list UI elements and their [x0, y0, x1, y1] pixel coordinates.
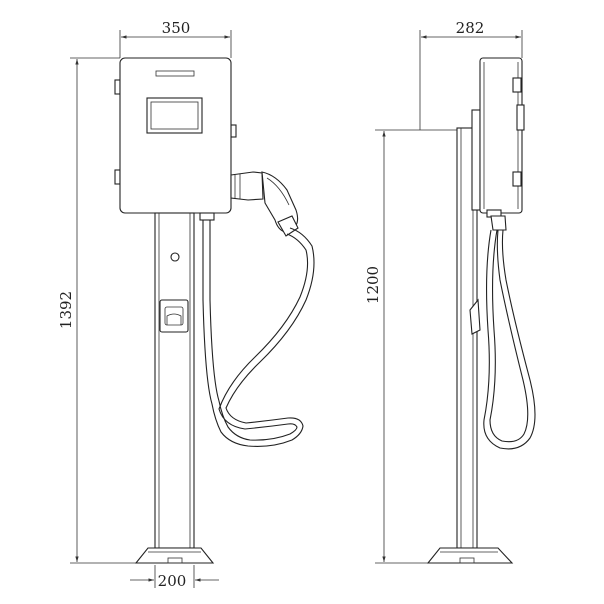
side-gun — [490, 215, 507, 231]
connector-holder — [159, 299, 189, 333]
side-handle — [516, 104, 525, 131]
dim-side-height: 1200 — [364, 129, 460, 564]
side-base-plate — [426, 547, 514, 564]
side-cable — [483, 229, 536, 450]
dim-front-width: 350 — [119, 19, 232, 58]
mount-bracket — [471, 109, 481, 211]
label-side-height: 1200 — [364, 266, 382, 304]
dim-front-height: 1392 — [57, 57, 140, 564]
label-front-width: 350 — [162, 19, 191, 37]
right-connector — [230, 124, 237, 138]
charger-cabinet — [119, 57, 232, 214]
charging-gun — [230, 171, 299, 237]
label-front-height: 1392 — [57, 291, 75, 329]
charging-cable — [202, 220, 315, 447]
hinge-top-left — [114, 79, 121, 95]
base-plate — [134, 547, 215, 564]
cable-gland — [199, 212, 215, 221]
label-base-width: 200 — [158, 572, 187, 590]
dim-base-width: 200 — [130, 565, 219, 590]
hinge-bottom-left — [114, 169, 121, 185]
cabinet-top-slot — [155, 70, 195, 77]
dim-side-width: 282 — [419, 19, 523, 130]
label-side-width: 282 — [456, 19, 485, 37]
post-hole — [170, 252, 180, 262]
side-hinge-bottom — [512, 171, 522, 187]
display-bezel — [146, 97, 203, 134]
post — [154, 212, 195, 549]
side-hinge-top — [512, 77, 522, 93]
front-view: 350 1392 — [57, 19, 315, 590]
display-screen — [150, 101, 199, 130]
side-view: 282 1200 — [364, 19, 536, 564]
side-holster — [469, 298, 481, 335]
